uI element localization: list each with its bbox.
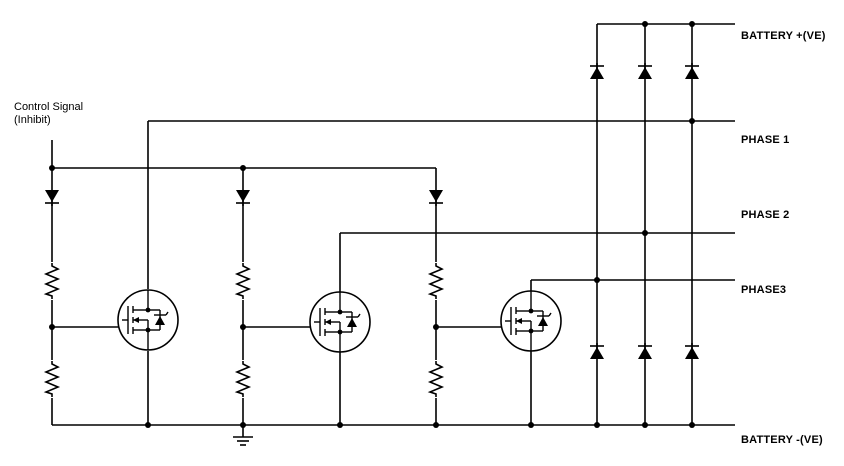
control-signal-label-line2: (Inhibit) bbox=[14, 114, 51, 126]
control-diode-3 bbox=[428, 189, 444, 207]
phase3-rail bbox=[530, 277, 735, 291]
mosfet-sources bbox=[147, 351, 532, 425]
bridge-verticals bbox=[596, 24, 693, 425]
mosfet-3 bbox=[500, 290, 562, 352]
bridge-diode-upper-3 bbox=[684, 62, 700, 80]
bridge-diode-upper-1 bbox=[589, 62, 605, 80]
bridge-diode-upper-2 bbox=[637, 62, 653, 80]
phase1-label: PHASE 1 bbox=[741, 134, 790, 146]
ground-symbol bbox=[233, 425, 253, 446]
bridge-diode-lower-2 bbox=[637, 342, 653, 360]
control-signal-label: Control Signal (Inhibit) bbox=[14, 101, 83, 127]
battery-negative-label: BATTERY -(VE) bbox=[741, 434, 823, 446]
gate-connections bbox=[49, 324, 505, 330]
battery-negative-rail bbox=[52, 422, 735, 428]
battery-positive-rail bbox=[597, 21, 735, 27]
bridge-diode-lower-3 bbox=[684, 342, 700, 360]
phase2-rail bbox=[339, 230, 735, 292]
control-signal-label-line1: Control Signal bbox=[14, 101, 84, 113]
mosfet-2 bbox=[309, 291, 371, 353]
control-diode-2 bbox=[235, 189, 251, 207]
bridge-diode-lower-1 bbox=[589, 342, 605, 360]
mosfet-1 bbox=[117, 289, 179, 351]
battery-positive-label: BATTERY +(VE) bbox=[741, 30, 826, 42]
phase2-label: PHASE 2 bbox=[741, 209, 790, 221]
phase3-label: PHASE3 bbox=[741, 284, 787, 296]
control-diode-1 bbox=[44, 189, 60, 207]
